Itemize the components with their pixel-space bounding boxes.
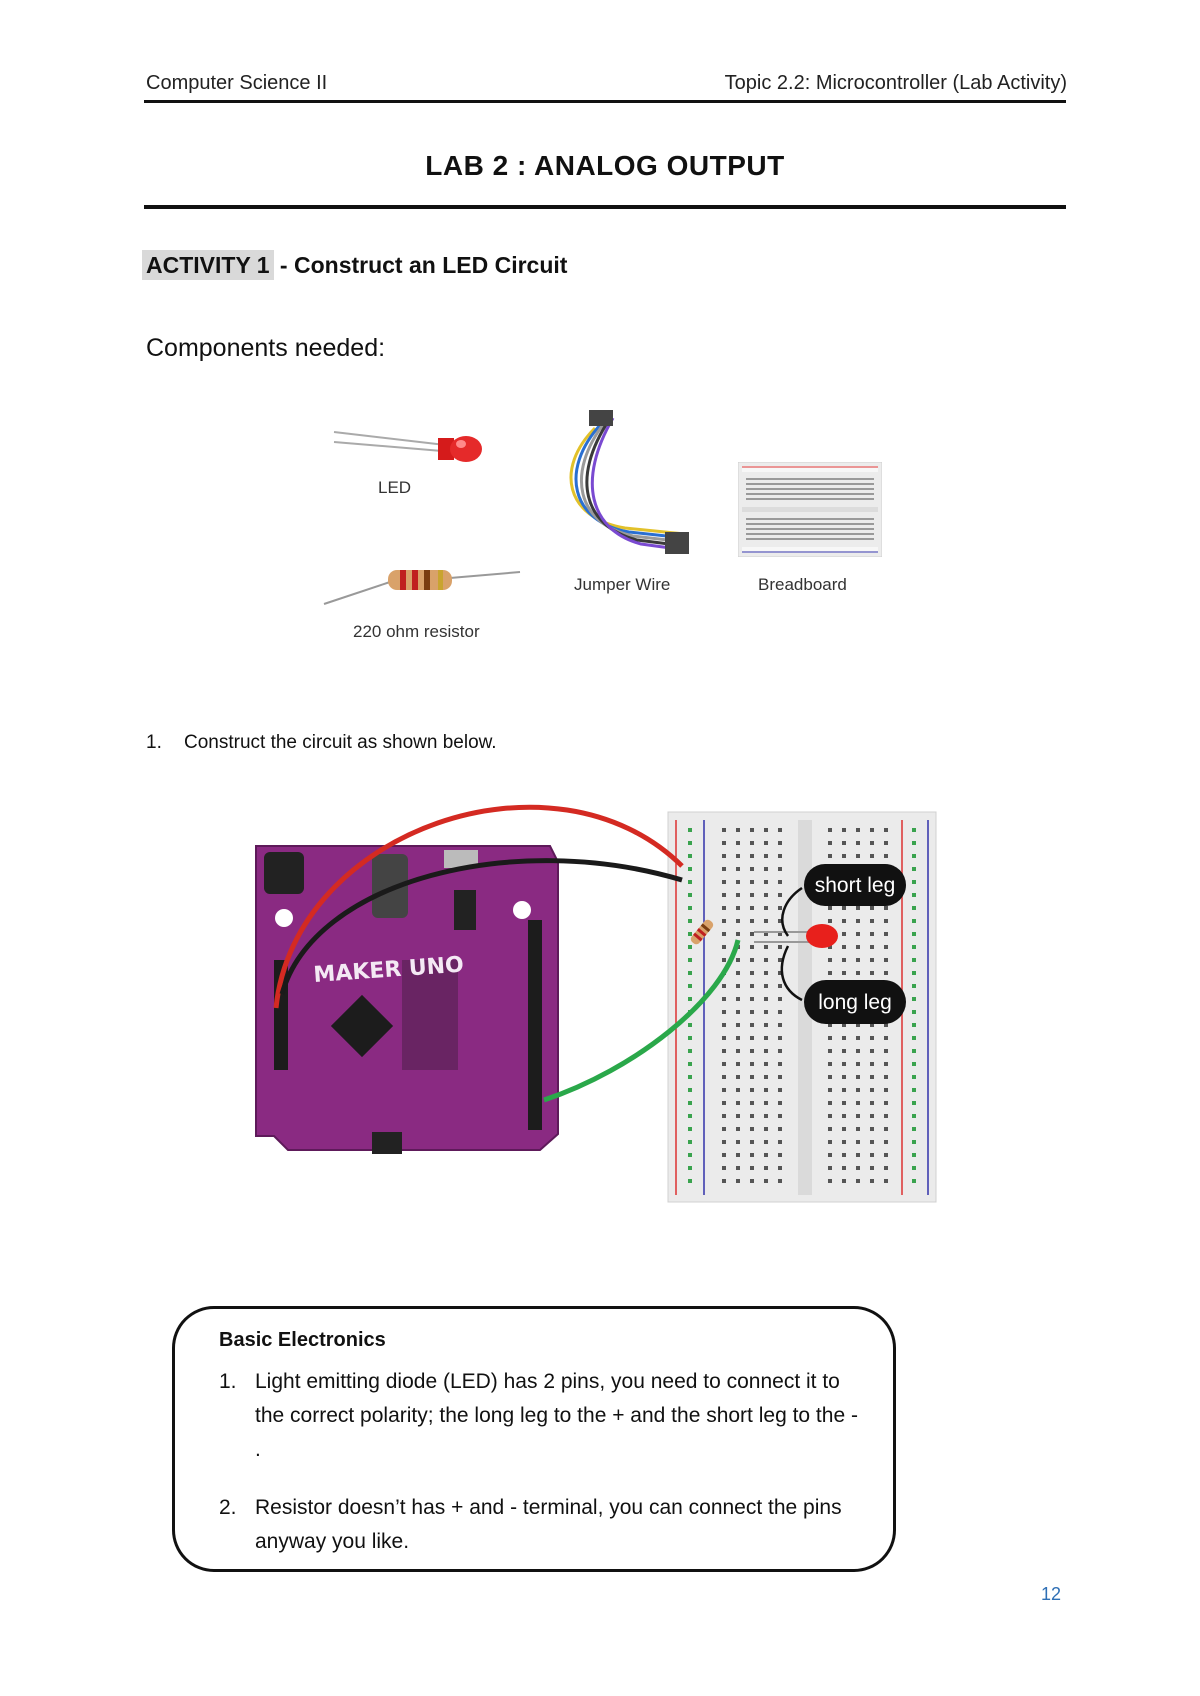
step-number: 1. (146, 732, 162, 753)
long-leg-pointer (780, 945, 803, 1002)
activity-title: - Construct an LED Circuit (273, 252, 568, 278)
instruction-step: 1. Construct the circuit as shown below. (146, 732, 497, 754)
title-divider (144, 205, 1066, 209)
header-divider (144, 100, 1066, 103)
note-item-text: Resistor doesn’t has + and - terminal, y… (255, 1496, 842, 1553)
breadboard-holes (688, 828, 916, 1183)
resistor-label: 220 ohm resistor (353, 622, 480, 641)
jumper-wire-label: Jumper Wire (574, 575, 671, 594)
led-picture (330, 420, 500, 500)
maker-uno-board: MAKER UNO (255, 845, 559, 1154)
led-on-board (754, 924, 838, 948)
jumper-wire-picture (545, 408, 695, 563)
page-number: 12 (1040, 1584, 1061, 1604)
breadboard-label: Breadboard (758, 575, 847, 594)
green-wire (543, 939, 741, 1103)
short-leg-pointer (781, 886, 803, 937)
note-item: 2. Resistor doesn’t has + and - terminal… (219, 1491, 869, 1559)
header-course: Computer Science II (146, 72, 328, 94)
long-leg-label: long leg (818, 991, 892, 1014)
circuit-diagram: MAKER UNO short leg long leg (254, 770, 944, 1236)
short-leg-badge (804, 864, 906, 906)
led-label: LED (378, 478, 412, 497)
activity-tag: ACTIVITY 1 (142, 250, 274, 280)
resistor-picture (320, 560, 525, 610)
basic-electronics-box: Basic Electronics 1. Light emitting diod… (172, 1306, 896, 1572)
header-topic: Topic 2.2: Microcontroller (Lab Activity… (724, 72, 1067, 94)
components-heading: Components needed: (146, 334, 386, 362)
short-leg-label: short leg (815, 874, 896, 897)
note-title: Basic Electronics (219, 1329, 386, 1351)
activity-heading: ACTIVITY 1 - Construct an LED Circuit (142, 250, 568, 280)
note-item-number: 1. (219, 1370, 237, 1393)
step-text: Construct the circuit as shown below. (184, 732, 497, 753)
note-item-number: 2. (219, 1496, 237, 1519)
breadboard-picture (737, 461, 883, 558)
note-item: 1. Light emitting diode (LED) has 2 pins… (219, 1365, 869, 1467)
note-list: 1. Light emitting diode (LED) has 2 pins… (219, 1365, 869, 1559)
long-leg-badge (804, 980, 906, 1024)
red-wire (273, 804, 684, 1009)
note-item-text: Light emitting diode (LED) has 2 pins, y… (255, 1370, 858, 1461)
resistor-on-board (690, 919, 714, 945)
black-wire (279, 858, 683, 995)
page-title: LAB 2 : ANALOG OUTPUT (425, 150, 785, 181)
